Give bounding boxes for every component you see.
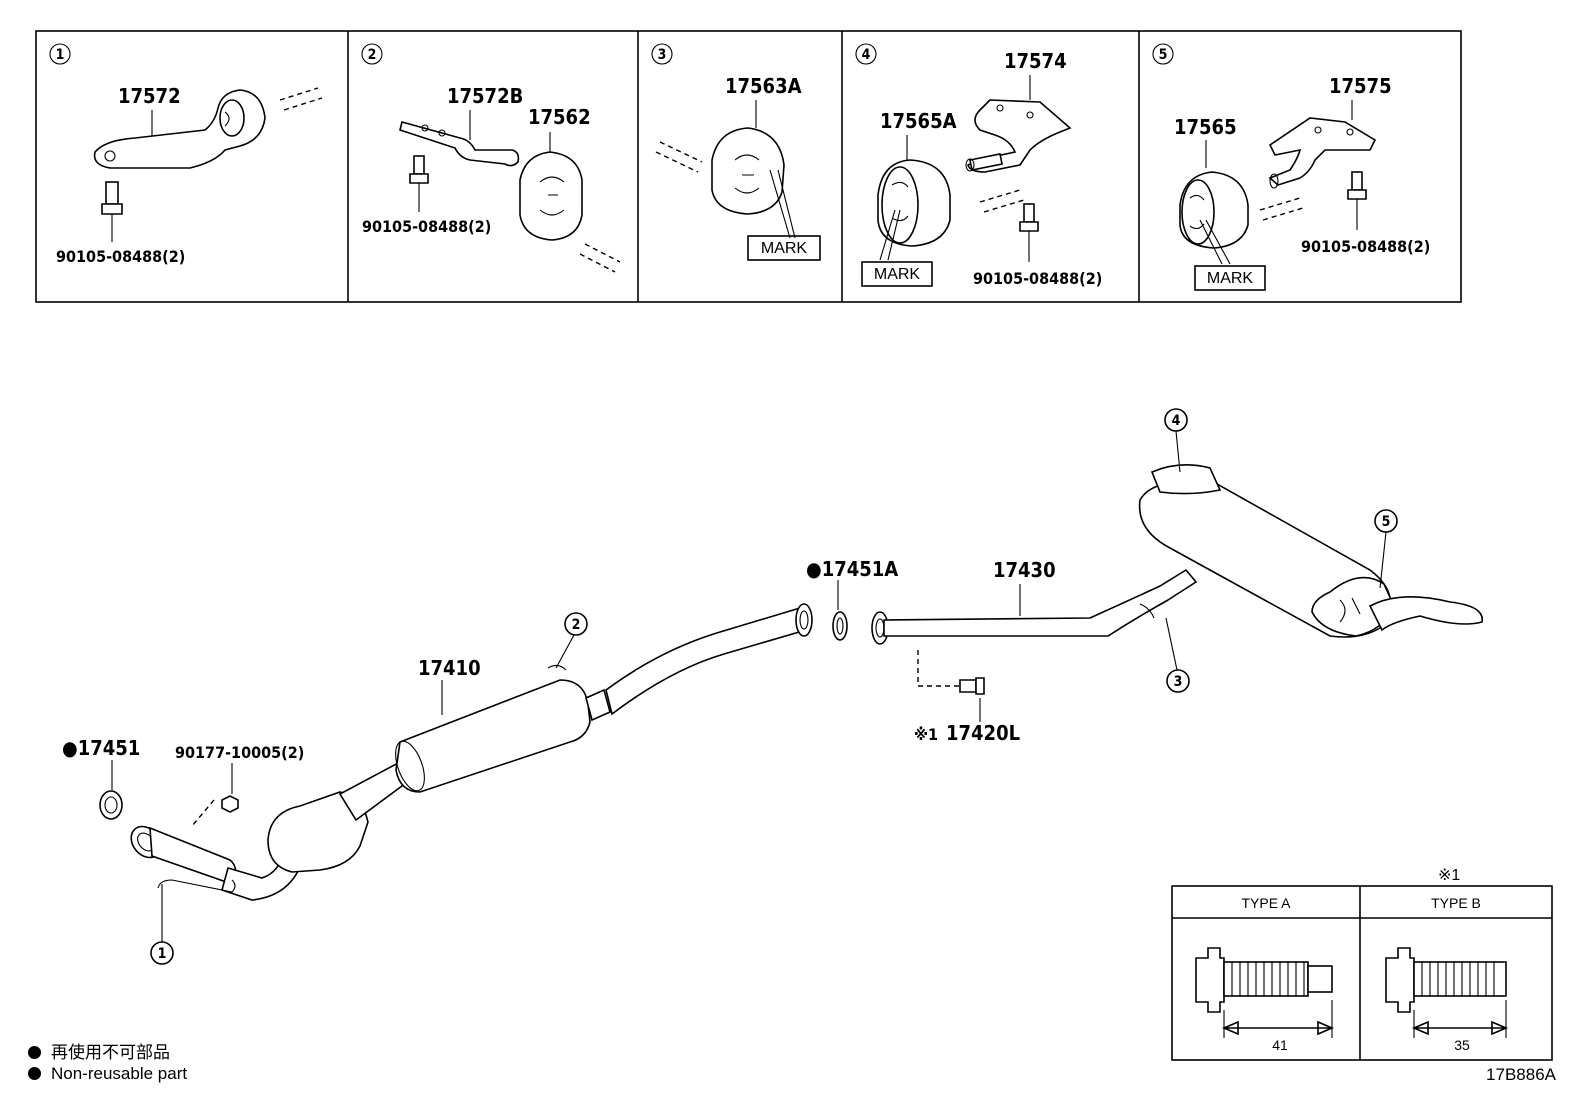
front-pipe-17410 xyxy=(130,603,813,901)
callout-3: 3 xyxy=(1165,617,1190,693)
bracket-17572b xyxy=(399,121,520,167)
callout-5: 5 xyxy=(1374,509,1398,589)
panel-4-mark-box xyxy=(861,261,933,287)
svg-text:3: 3 xyxy=(1174,674,1183,690)
panel-2: 2 17572B 17562 90105-08488(2) xyxy=(361,43,621,273)
hanger-17562 xyxy=(519,151,583,241)
bolt-icon xyxy=(105,181,119,205)
panel-4-mark: MARK xyxy=(874,266,921,283)
tail-pipe-17430 xyxy=(871,464,1483,645)
bolt-icon xyxy=(1351,171,1363,191)
figure-code: 17B886A xyxy=(1486,1065,1556,1084)
type-b-header: TYPE B xyxy=(1431,895,1481,911)
panel-2-part-b-label: 17562 xyxy=(528,105,591,129)
nut-icon xyxy=(221,795,239,813)
panel-5-mark-box xyxy=(1194,265,1266,291)
panel-5-part-b-label: 17565 xyxy=(1174,115,1237,139)
panel-2-number: 2 xyxy=(368,47,377,63)
type-b-bolt-icon xyxy=(1385,947,1415,1013)
hanger-17563a xyxy=(711,127,785,215)
panel-3-part-label: 17563A xyxy=(725,74,802,98)
svg-text:5: 5 xyxy=(1382,514,1391,530)
type-b-length: 35 xyxy=(1454,1037,1470,1053)
legend-jp-text: 再使用不可部品 xyxy=(51,1043,170,1062)
type-a-bolt-icon xyxy=(1195,947,1225,1013)
type-a-length: 41 xyxy=(1272,1037,1288,1053)
callout-1: 1 xyxy=(150,884,174,965)
panel-5-mark: MARK xyxy=(1207,270,1254,287)
svg-text:1: 1 xyxy=(158,946,167,962)
bullet-icon xyxy=(28,1067,41,1080)
bracket-17574 xyxy=(967,99,1072,173)
panel-3-number: 3 xyxy=(658,47,667,63)
table-note: ※1 xyxy=(1438,867,1460,884)
panel-4-bolt-label: 90105-08488(2) xyxy=(973,269,1102,288)
bolt-17420l-icon xyxy=(959,679,977,693)
callout-2: 2 xyxy=(555,612,588,669)
panel-5-number: 5 xyxy=(1159,47,1168,63)
bolt-type-table: ※1 TYPE A TYPE B 41 35 xyxy=(1171,867,1553,1061)
legend-en: Non-reusable part xyxy=(28,1064,187,1084)
legend-jp: 再使用不可部品 xyxy=(28,1038,170,1063)
panel-1-part-label: 17572 xyxy=(118,84,181,108)
panel-5-bolt-label: 90105-08488(2) xyxy=(1301,237,1430,256)
label-17410: 17410 xyxy=(418,656,481,680)
bolt-icon xyxy=(1023,203,1035,223)
panel-5-part-a-label: 17575 xyxy=(1329,74,1392,98)
catalyst xyxy=(267,791,369,873)
label-17420l: 17420L xyxy=(946,721,1020,745)
panel-4-part-a-label: 17574 xyxy=(1004,49,1067,73)
panel-1-number: 1 xyxy=(56,47,65,63)
label-bolt-note: ※1 xyxy=(914,725,938,744)
label-17451a: ●17451A xyxy=(806,557,898,581)
svg-text:4: 4 xyxy=(1172,413,1181,429)
top-panels-frame xyxy=(35,30,1462,303)
panel-3-mark-box xyxy=(747,235,821,261)
panel-2-bolt-label: 90105-08488(2) xyxy=(362,217,491,236)
panel-4-part-b-label: 17565A xyxy=(880,109,957,133)
gasket-17451a xyxy=(832,611,848,641)
panel-4: 4 17574 17565A MARK 90105-08488(2) xyxy=(855,43,1102,288)
panel-5: 5 17575 17565 MARK 90105-08488(2) xyxy=(1152,43,1430,291)
callout-4: 4 xyxy=(1164,408,1188,473)
bullet-icon xyxy=(28,1046,41,1059)
label-90177: 90177-10005(2) xyxy=(175,743,304,762)
panel-3: 3 17563A MARK xyxy=(651,43,821,261)
panel-3-mark: MARK xyxy=(761,240,808,257)
type-a-header: TYPE A xyxy=(1241,895,1291,911)
panel-1: 1 17572 90105-08488(2) xyxy=(49,43,323,266)
legend-en-text: Non-reusable part xyxy=(51,1064,188,1083)
panel-2-part-a-label: 17572B xyxy=(447,84,523,108)
center-muffler xyxy=(395,679,591,793)
label-17430: 17430 xyxy=(993,558,1056,582)
panel-1-bolt-label: 90105-08488(2) xyxy=(56,247,185,266)
panel-4-number: 4 xyxy=(862,47,871,63)
gasket-17451 xyxy=(99,790,123,820)
label-17451: ●17451 xyxy=(62,736,140,760)
svg-text:2: 2 xyxy=(572,617,581,633)
